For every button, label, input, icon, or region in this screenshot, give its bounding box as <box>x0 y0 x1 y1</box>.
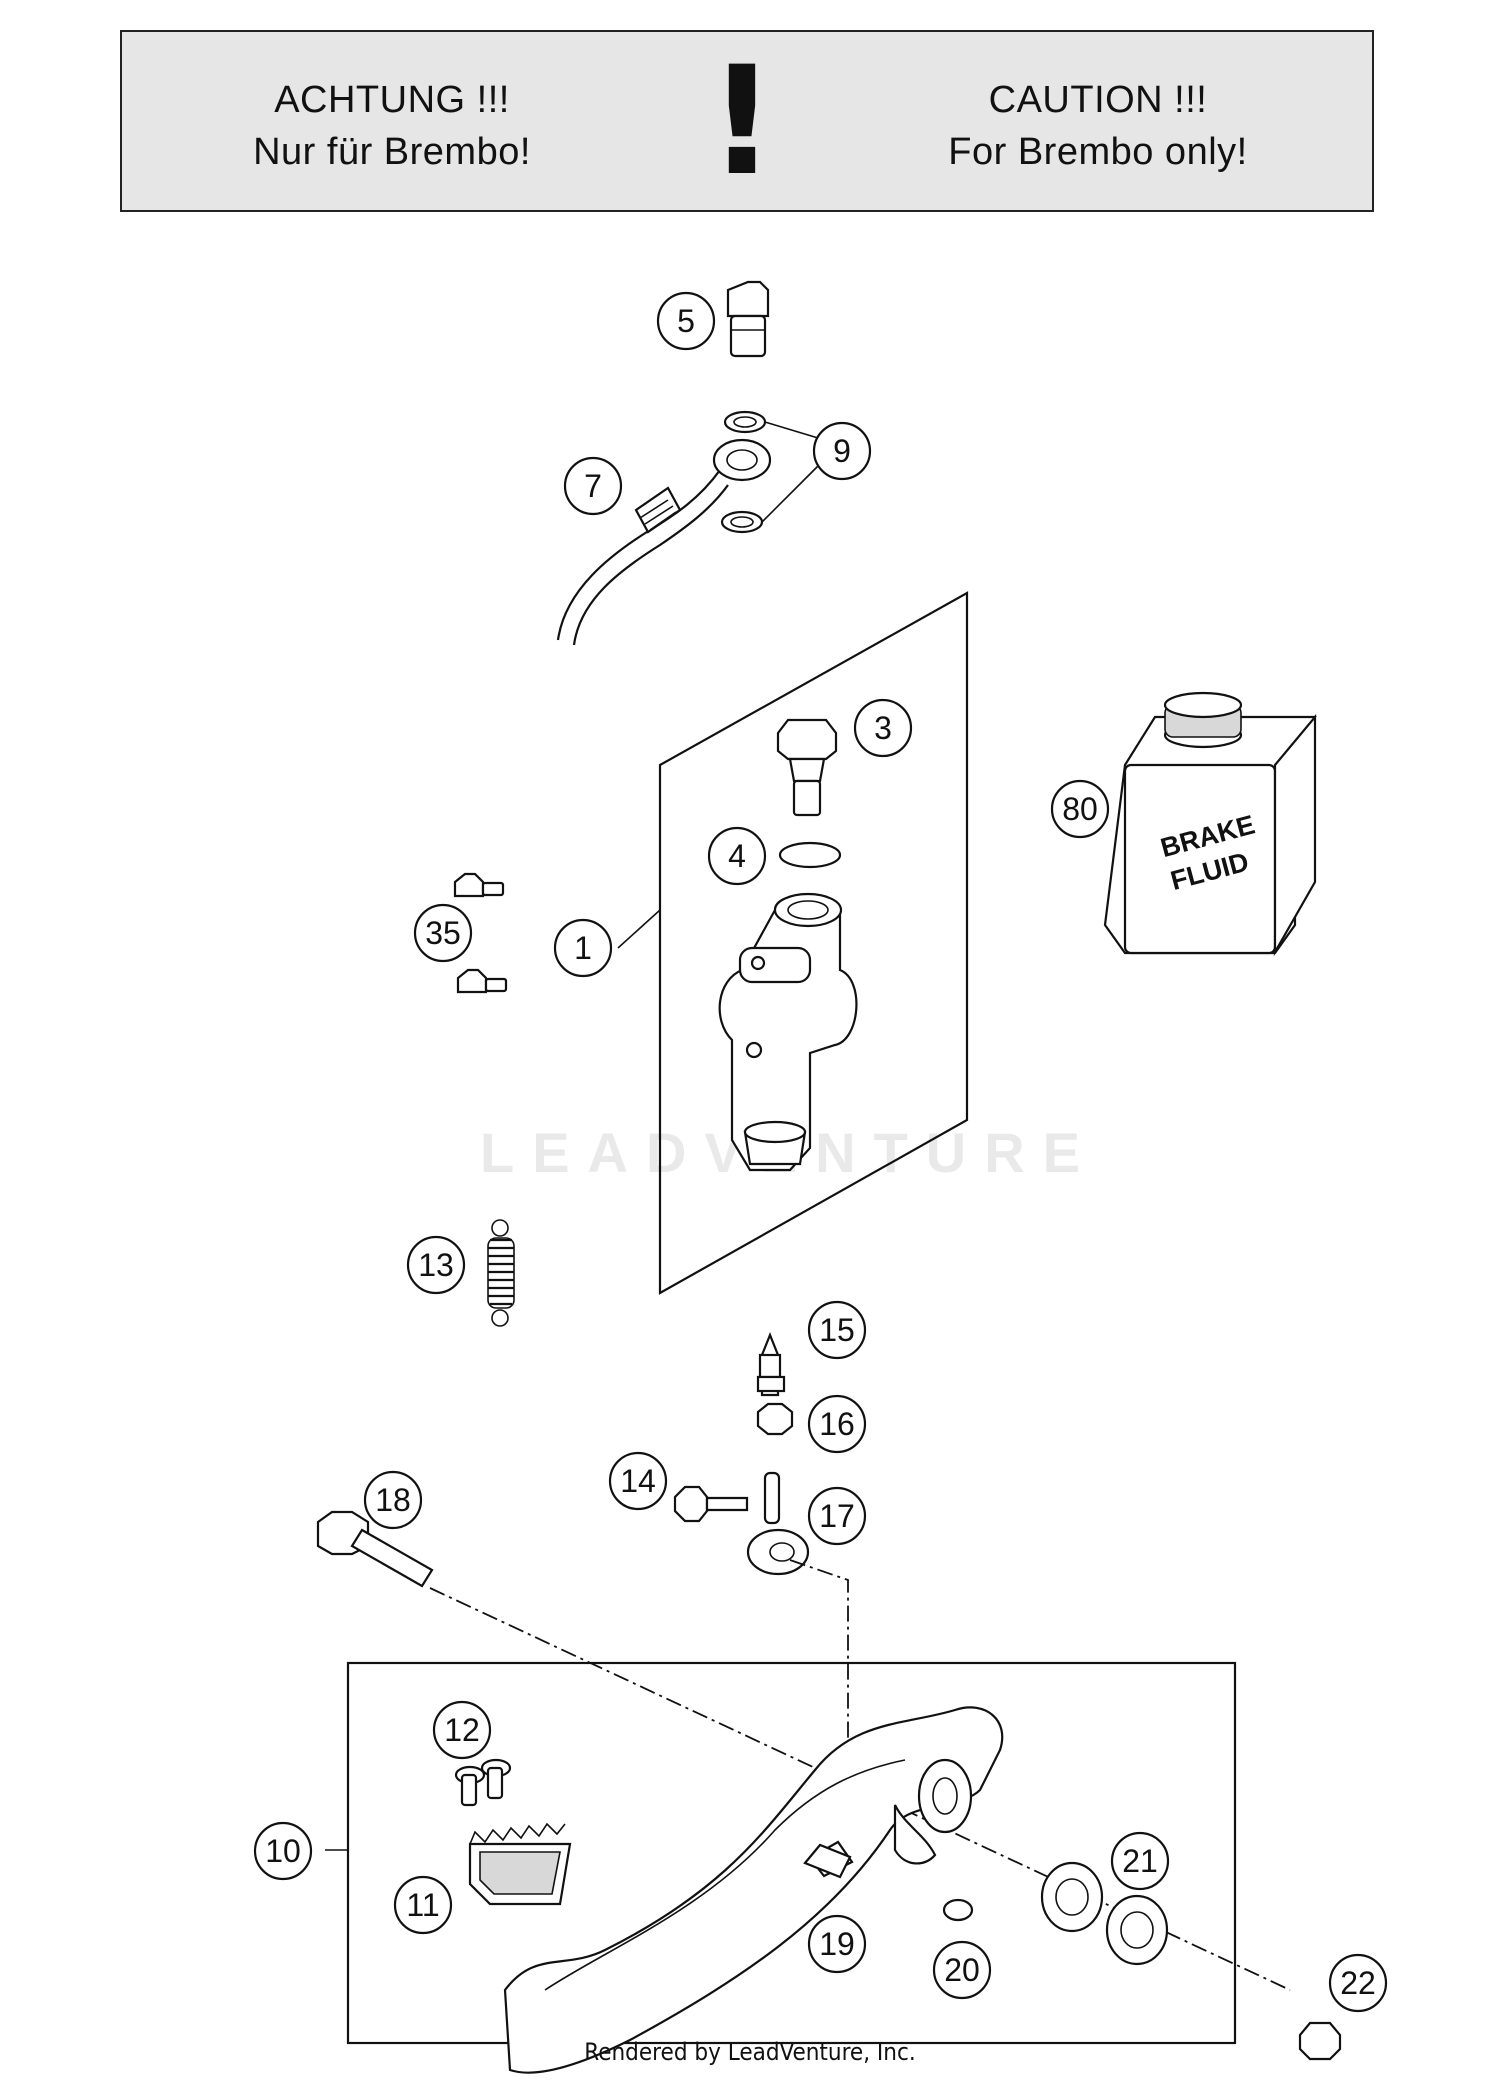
assembly-axis-clevis <box>789 1559 937 1791</box>
pivot-nut-part <box>1298 2021 1342 2061</box>
svg-text:21: 21 <box>1122 1843 1158 1879</box>
callout-35: 35 <box>413 903 473 963</box>
callout-80: 80 <box>1050 779 1110 839</box>
svg-text:17: 17 <box>819 1498 855 1534</box>
english-warning: CAUTION !!! For Brembo only! <box>888 74 1308 178</box>
push-rod-tip-part <box>756 1332 786 1397</box>
render-credit: Rendered by LeadVenture, Inc. <box>584 2038 916 2066</box>
pedal-pin-part <box>803 1843 852 1879</box>
svg-text:22: 22 <box>1340 1965 1376 2001</box>
svg-text:16: 16 <box>819 1406 855 1442</box>
svg-text:20: 20 <box>944 1952 980 1988</box>
svg-text:12: 12 <box>444 1712 480 1748</box>
bolt-part-lower <box>456 968 508 994</box>
svg-text:15: 15 <box>819 1312 855 1348</box>
callout-16: 16 <box>807 1394 867 1454</box>
callout-22: 22 <box>1328 1953 1388 2013</box>
german-warning-line1: ACHTUNG !!! <box>274 79 510 121</box>
svg-text:11: 11 <box>406 1887 439 1923</box>
callout-17: 17 <box>807 1486 867 1546</box>
callout-19: 19 <box>807 1914 867 1974</box>
small-nut-part <box>942 1898 974 1922</box>
o-ring-part <box>778 841 842 869</box>
cap-fitting-part <box>776 718 838 817</box>
english-warning-line2: For Brembo only! <box>948 131 1248 173</box>
svg-text:5: 5 <box>677 303 695 339</box>
caution-banner: ACHTUNG !!! Nur für Brembo! ! CAUTION !!… <box>120 30 1374 212</box>
callout-5: 5 <box>656 291 716 351</box>
callout-1: 1 <box>553 918 613 978</box>
brake-hose-part <box>556 438 772 646</box>
callout-11: 11 <box>393 1875 453 1935</box>
nut-part <box>756 1402 794 1436</box>
svg-text:3: 3 <box>874 710 892 746</box>
svg-text:18: 18 <box>375 1482 411 1518</box>
bolt-part-upper <box>453 872 505 898</box>
callout-21: 21 <box>1110 1831 1170 1891</box>
banjo-bolt-part <box>726 280 770 358</box>
callout-14: 14 <box>608 1451 668 1511</box>
svg-text:1: 1 <box>574 930 592 966</box>
callout-7: 7 <box>563 456 623 516</box>
callout-3: 3 <box>853 698 913 758</box>
pivot-bolt-part <box>316 1510 434 1588</box>
brake-fluid-can: BRAKE FLUID <box>1103 691 1317 957</box>
svg-text:10: 10 <box>265 1833 301 1869</box>
exclamation-icon: ! <box>707 35 777 209</box>
svg-text:7: 7 <box>584 468 602 504</box>
master-cylinder-body <box>718 892 858 1172</box>
svg-text:35: 35 <box>425 915 461 951</box>
master-cylinder-kit-outline <box>658 591 969 1295</box>
svg-text:19: 19 <box>819 1926 855 1962</box>
callout-18: 18 <box>363 1470 423 1530</box>
bearing-left <box>1040 1861 1104 1933</box>
callout-10: 10 <box>253 1821 313 1881</box>
callout-12: 12 <box>432 1700 492 1760</box>
svg-text:80: 80 <box>1062 791 1098 827</box>
clevis-part <box>746 1471 810 1576</box>
washer-lower <box>720 510 764 534</box>
spring-part <box>487 1219 515 1327</box>
callout-9: 9 <box>812 421 872 481</box>
brake-pedal-kit-outline <box>346 1661 1237 2045</box>
bearing-right <box>1105 1894 1169 1966</box>
callout-13: 13 <box>406 1235 466 1295</box>
svg-text:13: 13 <box>418 1247 454 1283</box>
callout-20: 20 <box>932 1940 992 2000</box>
footpeg-screws <box>454 1758 512 1807</box>
callout-4: 4 <box>707 826 767 886</box>
german-warning-line2: Nur für Brembo! <box>253 131 531 173</box>
svg-text:14: 14 <box>620 1463 656 1499</box>
german-warning: ACHTUNG !!! Nur für Brembo! <box>182 74 602 178</box>
english-warning-line1: CAUTION !!! <box>988 79 1208 121</box>
washer-upper <box>723 410 767 434</box>
pin-bolt-part <box>673 1485 749 1523</box>
callout-15: 15 <box>807 1300 867 1360</box>
leader-lines <box>325 421 819 1851</box>
svg-text:4: 4 <box>728 838 746 874</box>
pedal-tip-part <box>468 1822 572 1906</box>
brake-pedal-part <box>503 1706 1004 2074</box>
svg-text:9: 9 <box>833 433 851 469</box>
